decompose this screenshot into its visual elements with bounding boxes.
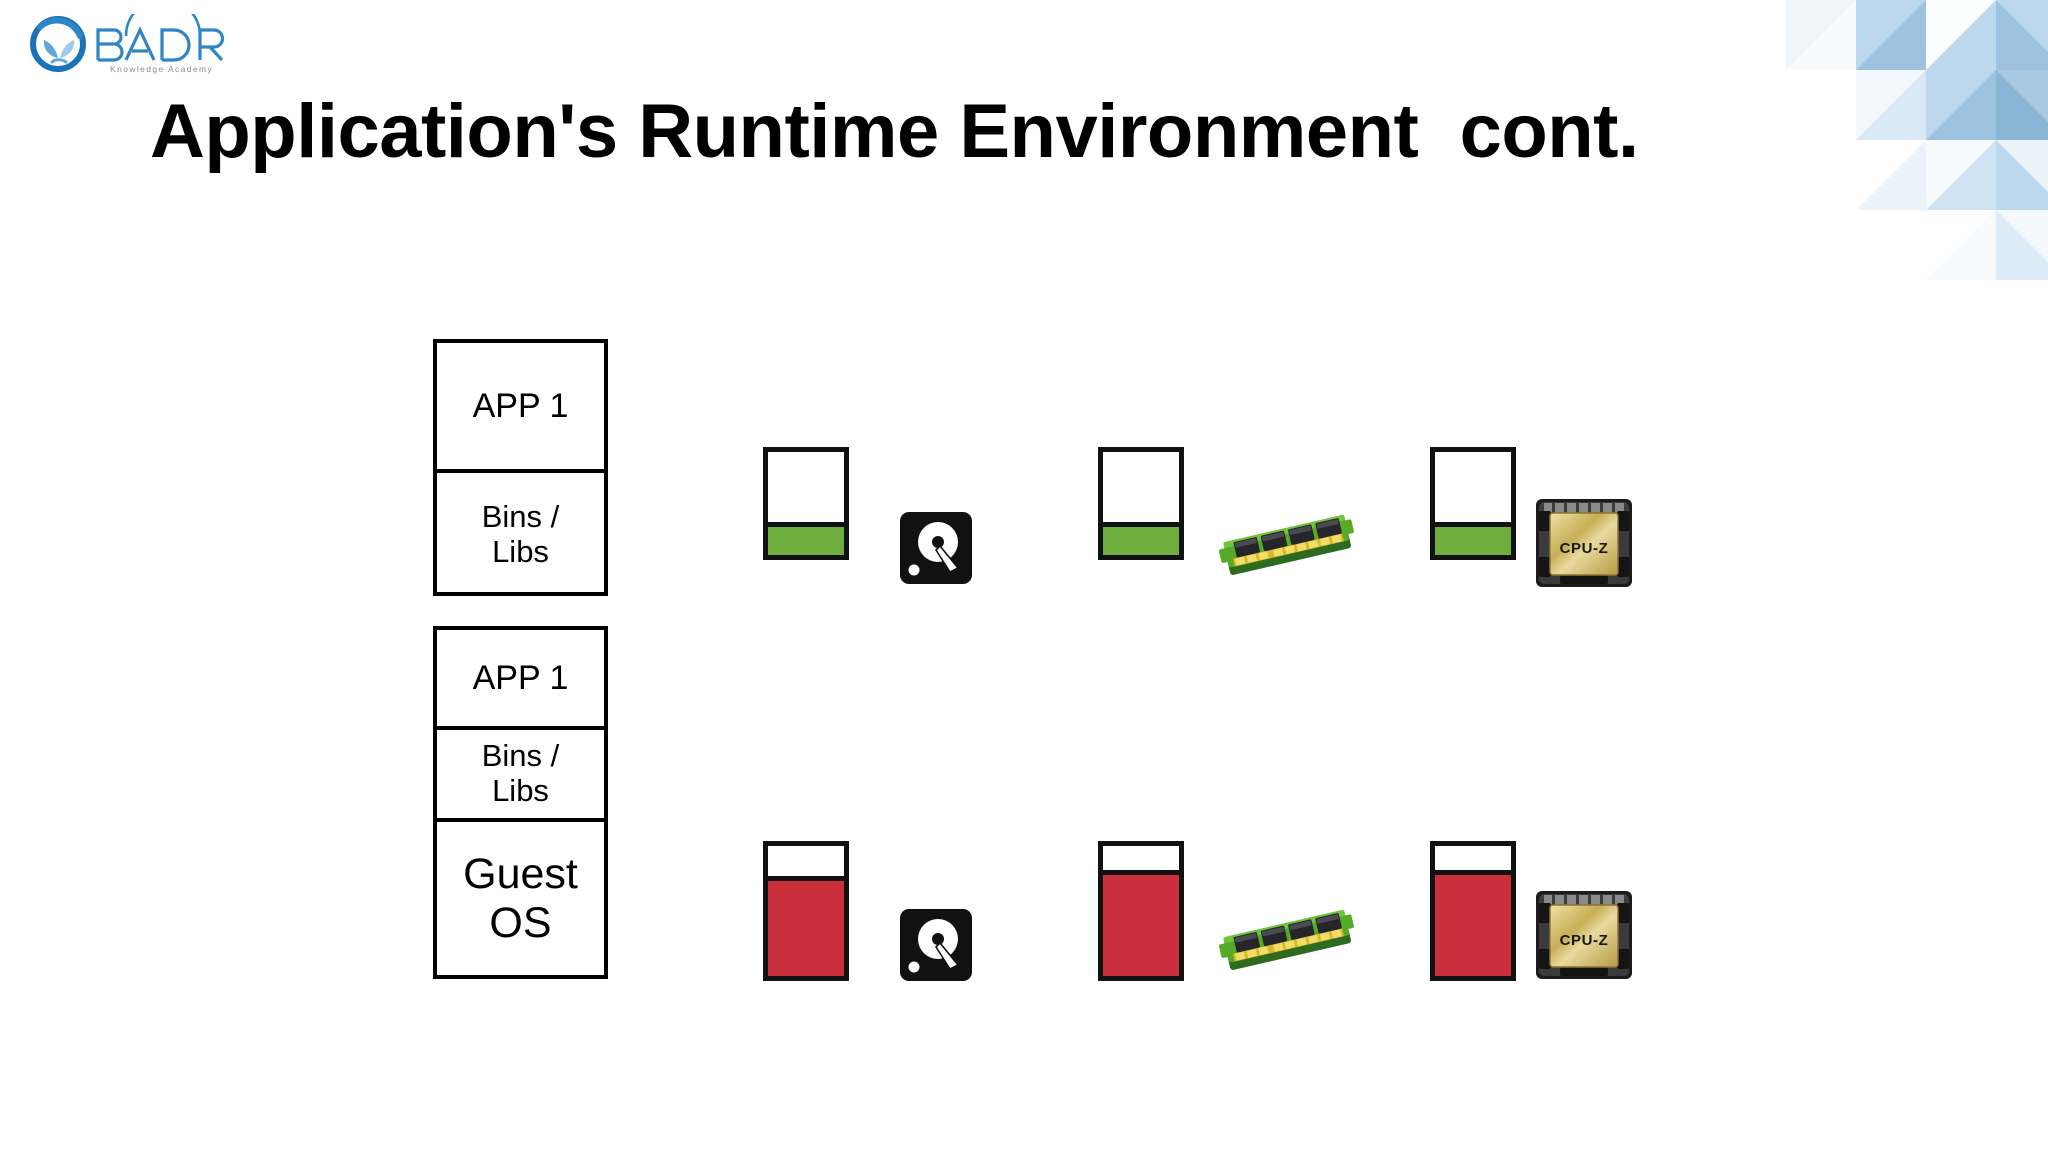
gauge-cpu-low [1430, 447, 1516, 560]
ram-module-icon [1216, 903, 1360, 983]
gauge-disk-low [763, 447, 849, 560]
gauge-fill [1435, 522, 1511, 555]
gauge-disk-high [763, 841, 849, 981]
brand-logo: Knowledge Academy [22, 14, 342, 76]
logo-tagline: Knowledge Academy [110, 64, 213, 74]
page-title: Application's Runtime Environment cont. [150, 89, 1639, 174]
stack-cell-guest-os: Guest OS [437, 818, 604, 975]
hard-disk-icon [900, 909, 972, 981]
vm-stack: APP 1 Bins / Libs Guest OS [433, 626, 608, 979]
cpu-label: CPU-Z [1560, 540, 1609, 557]
gauge-fill [768, 522, 844, 555]
gauge-fill [1435, 869, 1511, 976]
stack-cell-app1: APP 1 [472, 658, 569, 697]
gauge-memory-low [1098, 447, 1184, 560]
logo-wordmark [96, 14, 225, 62]
ram-module-icon [1216, 508, 1360, 588]
container-stack: APP 1 Bins / Libs [433, 339, 608, 596]
gauge-fill [1103, 869, 1179, 976]
logo-mark-icon [30, 16, 86, 72]
gauge-memory-high [1098, 841, 1184, 981]
gauge-cpu-high [1430, 841, 1516, 981]
hard-disk-icon [900, 512, 972, 584]
cpu-label: CPU-Z [1560, 932, 1609, 949]
stack-cell-app1: APP 1 [472, 386, 569, 425]
cpu-chip-icon: CPU-Z [1530, 489, 1638, 597]
gauge-fill [768, 876, 844, 976]
gauge-fill [1103, 522, 1179, 555]
stack-cell-bins-libs: Bins / Libs [437, 726, 604, 818]
cpu-chip-icon: CPU-Z [1530, 881, 1638, 989]
stack-cell-bins-libs: Bins / Libs [437, 469, 604, 596]
